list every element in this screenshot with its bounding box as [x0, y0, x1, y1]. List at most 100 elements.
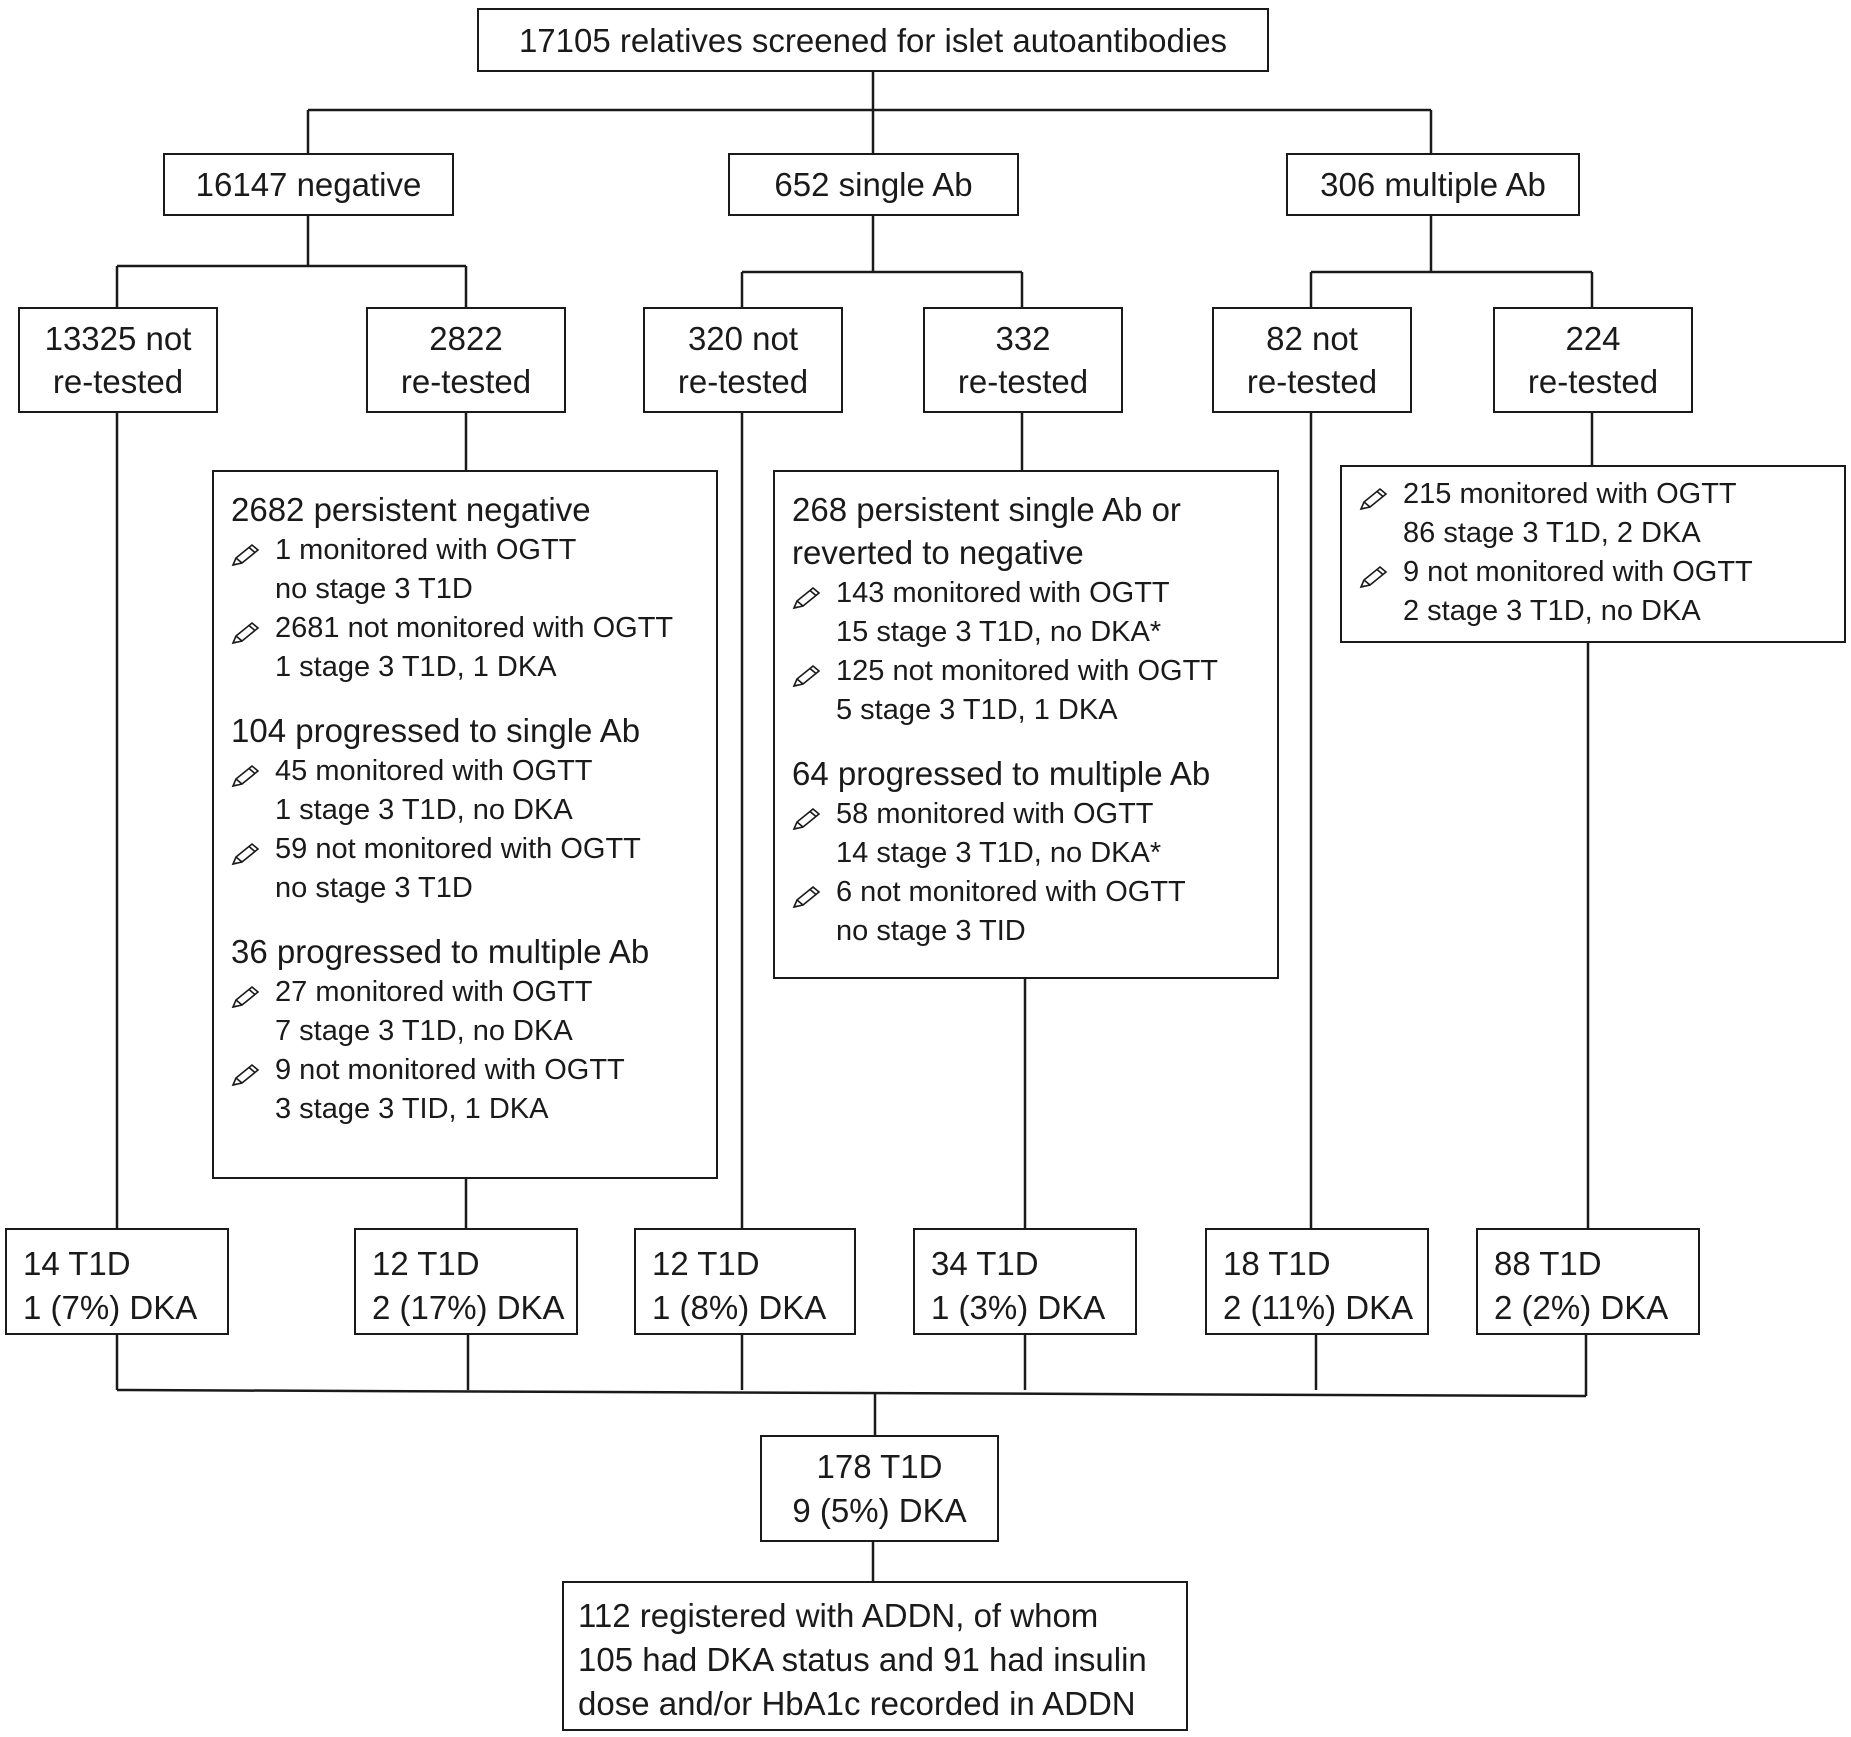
- root-label: 17105 relatives screened for islet autoa…: [518, 21, 1228, 59]
- total-box: 178 T1D 9 (5%) DKA: [760, 1435, 999, 1542]
- group-title: 36 progressed to multiple Ab: [231, 933, 650, 970]
- box-line: re-tested: [400, 363, 532, 400]
- multiple-not-retested-box: 82 not re-tested: [1212, 307, 1412, 413]
- negative-not-retested-box: 13325 not re-tested: [18, 307, 218, 413]
- group-title: 104 progressed to single Ab: [231, 712, 641, 749]
- item-line: 15 stage 3 T1D, no DKA*: [836, 616, 1162, 648]
- list-item: 9 not monitored with OGTT 2 stage 3 T1D, …: [1359, 553, 1828, 631]
- list-item: 215 monitored with OGTT 86 stage 3 T1D, 2…: [1359, 475, 1828, 553]
- result-dka: 2 (11%) DKA: [1223, 1289, 1414, 1326]
- multiple-detail-box: 215 monitored with OGTT 86 stage 3 T1D, 2…: [1340, 465, 1846, 643]
- pencil-icon: [792, 574, 836, 621]
- pencil-icon: [231, 830, 275, 877]
- item-line: 2 stage 3 T1D, no DKA: [1403, 595, 1701, 627]
- box-line: 2822: [429, 320, 503, 357]
- negative-retested-box: 2822 re-tested: [366, 307, 566, 413]
- item-line: 5 stage 3 T1D, 1 DKA: [836, 694, 1118, 726]
- item-line: 27 monitored with OGTT: [275, 976, 593, 1008]
- result-box: 14 T1D 1 (7%) DKA: [5, 1228, 229, 1335]
- result-t1d: 88 T1D: [1494, 1245, 1602, 1282]
- result-box: 12 T1D 1 (8%) DKA: [634, 1228, 856, 1335]
- single-retested-box: 332 re-tested: [923, 307, 1123, 413]
- multiple-retested-box: 224 re-tested: [1493, 307, 1693, 413]
- total-t1d: 178 T1D: [816, 1447, 943, 1485]
- result-dka: 2 (17%) DKA: [372, 1289, 565, 1326]
- group-title: 268 persistent single Ab or: [792, 491, 1181, 528]
- group-title: 2682 persistent negative: [231, 491, 591, 528]
- box-line: re-tested: [52, 363, 184, 400]
- result-box: 34 T1D 1 (3%) DKA: [913, 1228, 1137, 1335]
- pencil-icon: [792, 652, 836, 699]
- item-line: 143 monitored with OGTT: [836, 577, 1170, 609]
- box-line: 82 not: [1266, 320, 1358, 357]
- item-line: 1 stage 3 T1D, no DKA: [275, 794, 573, 826]
- list-item: 1 monitored with OGTT no stage 3 T1D: [231, 531, 700, 609]
- box-line: 332: [995, 320, 1051, 357]
- list-item: 143 monitored with OGTT 15 stage 3 T1D, n…: [792, 574, 1261, 652]
- box-line: re-tested: [957, 363, 1089, 400]
- box-line: re-tested: [1246, 363, 1378, 400]
- pencil-icon: [792, 795, 836, 842]
- item-line: 59 not monitored with OGTT: [275, 833, 641, 865]
- item-line: 58 monitored with OGTT: [836, 798, 1154, 830]
- box-line: re-tested: [1527, 363, 1659, 400]
- negative-box: 16147 negative: [163, 153, 454, 216]
- item-line: 1 monitored with OGTT: [275, 534, 577, 566]
- item-line: no stage 3 T1D: [275, 573, 473, 605]
- addn-line: 112 registered with ADDN, of whom: [578, 1597, 1099, 1634]
- multiple-ab-label: 306 multiple Ab: [1320, 166, 1546, 203]
- pencil-icon: [792, 873, 836, 920]
- result-t1d: 14 T1D: [23, 1245, 131, 1282]
- pencil-icon: [1359, 553, 1403, 600]
- negative-detail-box: 2682 persistent negative 1 monitored wit…: [212, 470, 718, 1179]
- negative-label: 16147 negative: [195, 166, 422, 203]
- result-t1d: 18 T1D: [1223, 1245, 1331, 1282]
- result-dka: 1 (8%) DKA: [652, 1289, 827, 1326]
- list-item: 59 not monitored with OGTT no stage 3 T1D: [231, 830, 700, 908]
- single-ab-box: 652 single Ab: [728, 153, 1019, 216]
- result-dka: 1 (7%) DKA: [23, 1289, 198, 1326]
- single-ab-label: 652 single Ab: [774, 166, 973, 203]
- item-line: 9 not monitored with OGTT: [1403, 556, 1753, 588]
- item-line: 45 monitored with OGTT: [275, 755, 593, 787]
- result-t1d: 12 T1D: [652, 1245, 760, 1282]
- pencil-icon: [231, 752, 275, 799]
- box-line: re-tested: [677, 363, 809, 400]
- result-box: 88 T1D 2 (2%) DKA: [1476, 1228, 1700, 1335]
- list-item: 45 monitored with OGTT 1 stage 3 T1D, no …: [231, 752, 700, 830]
- result-box: 12 T1D 2 (17%) DKA: [354, 1228, 578, 1335]
- item-line: no stage 3 T1D: [275, 872, 473, 904]
- addn-box: 112 registered with ADDN, of whom 105 ha…: [562, 1581, 1188, 1731]
- group-title: 64 progressed to multiple Ab: [792, 755, 1211, 792]
- root-box: 17105 relatives screened for islet autoa…: [477, 8, 1269, 72]
- result-dka: 1 (3%) DKA: [931, 1289, 1106, 1326]
- item-line: 14 stage 3 T1D, no DKA*: [836, 837, 1162, 869]
- box-line: 320 not: [687, 320, 799, 357]
- box-line: 224: [1565, 320, 1621, 357]
- item-line: 6 not monitored with OGTT: [836, 876, 1186, 908]
- total-dka: 9 (5%) DKA: [792, 1491, 967, 1529]
- single-detail-box: 268 persistent single Ab or reverted to …: [773, 470, 1279, 979]
- item-line: 125 not monitored with OGTT: [836, 655, 1218, 687]
- box-line: 13325 not: [44, 320, 192, 357]
- pencil-icon: [231, 531, 275, 578]
- pencil-icon: [231, 1051, 275, 1098]
- single-not-retested-box: 320 not re-tested: [643, 307, 843, 413]
- pencil-icon: [231, 609, 275, 656]
- result-box: 18 T1D 2 (11%) DKA: [1205, 1228, 1429, 1335]
- result-t1d: 12 T1D: [372, 1245, 480, 1282]
- item-line: 1 stage 3 T1D, 1 DKA: [275, 651, 557, 683]
- addn-line: 105 had DKA status and 91 had insulin: [578, 1641, 1147, 1678]
- item-line: 215 monitored with OGTT: [1403, 478, 1737, 510]
- item-line: 9 not monitored with OGTT: [275, 1054, 625, 1086]
- addn-line: dose and/or HbA1c recorded in ADDN: [578, 1685, 1136, 1722]
- item-line: no stage 3 TID: [836, 915, 1026, 947]
- list-item: 125 not monitored with OGTT 5 stage 3 T1D…: [792, 652, 1261, 730]
- multiple-ab-box: 306 multiple Ab: [1286, 153, 1580, 216]
- item-line: 86 stage 3 T1D, 2 DKA: [1403, 517, 1701, 549]
- pencil-icon: [231, 973, 275, 1020]
